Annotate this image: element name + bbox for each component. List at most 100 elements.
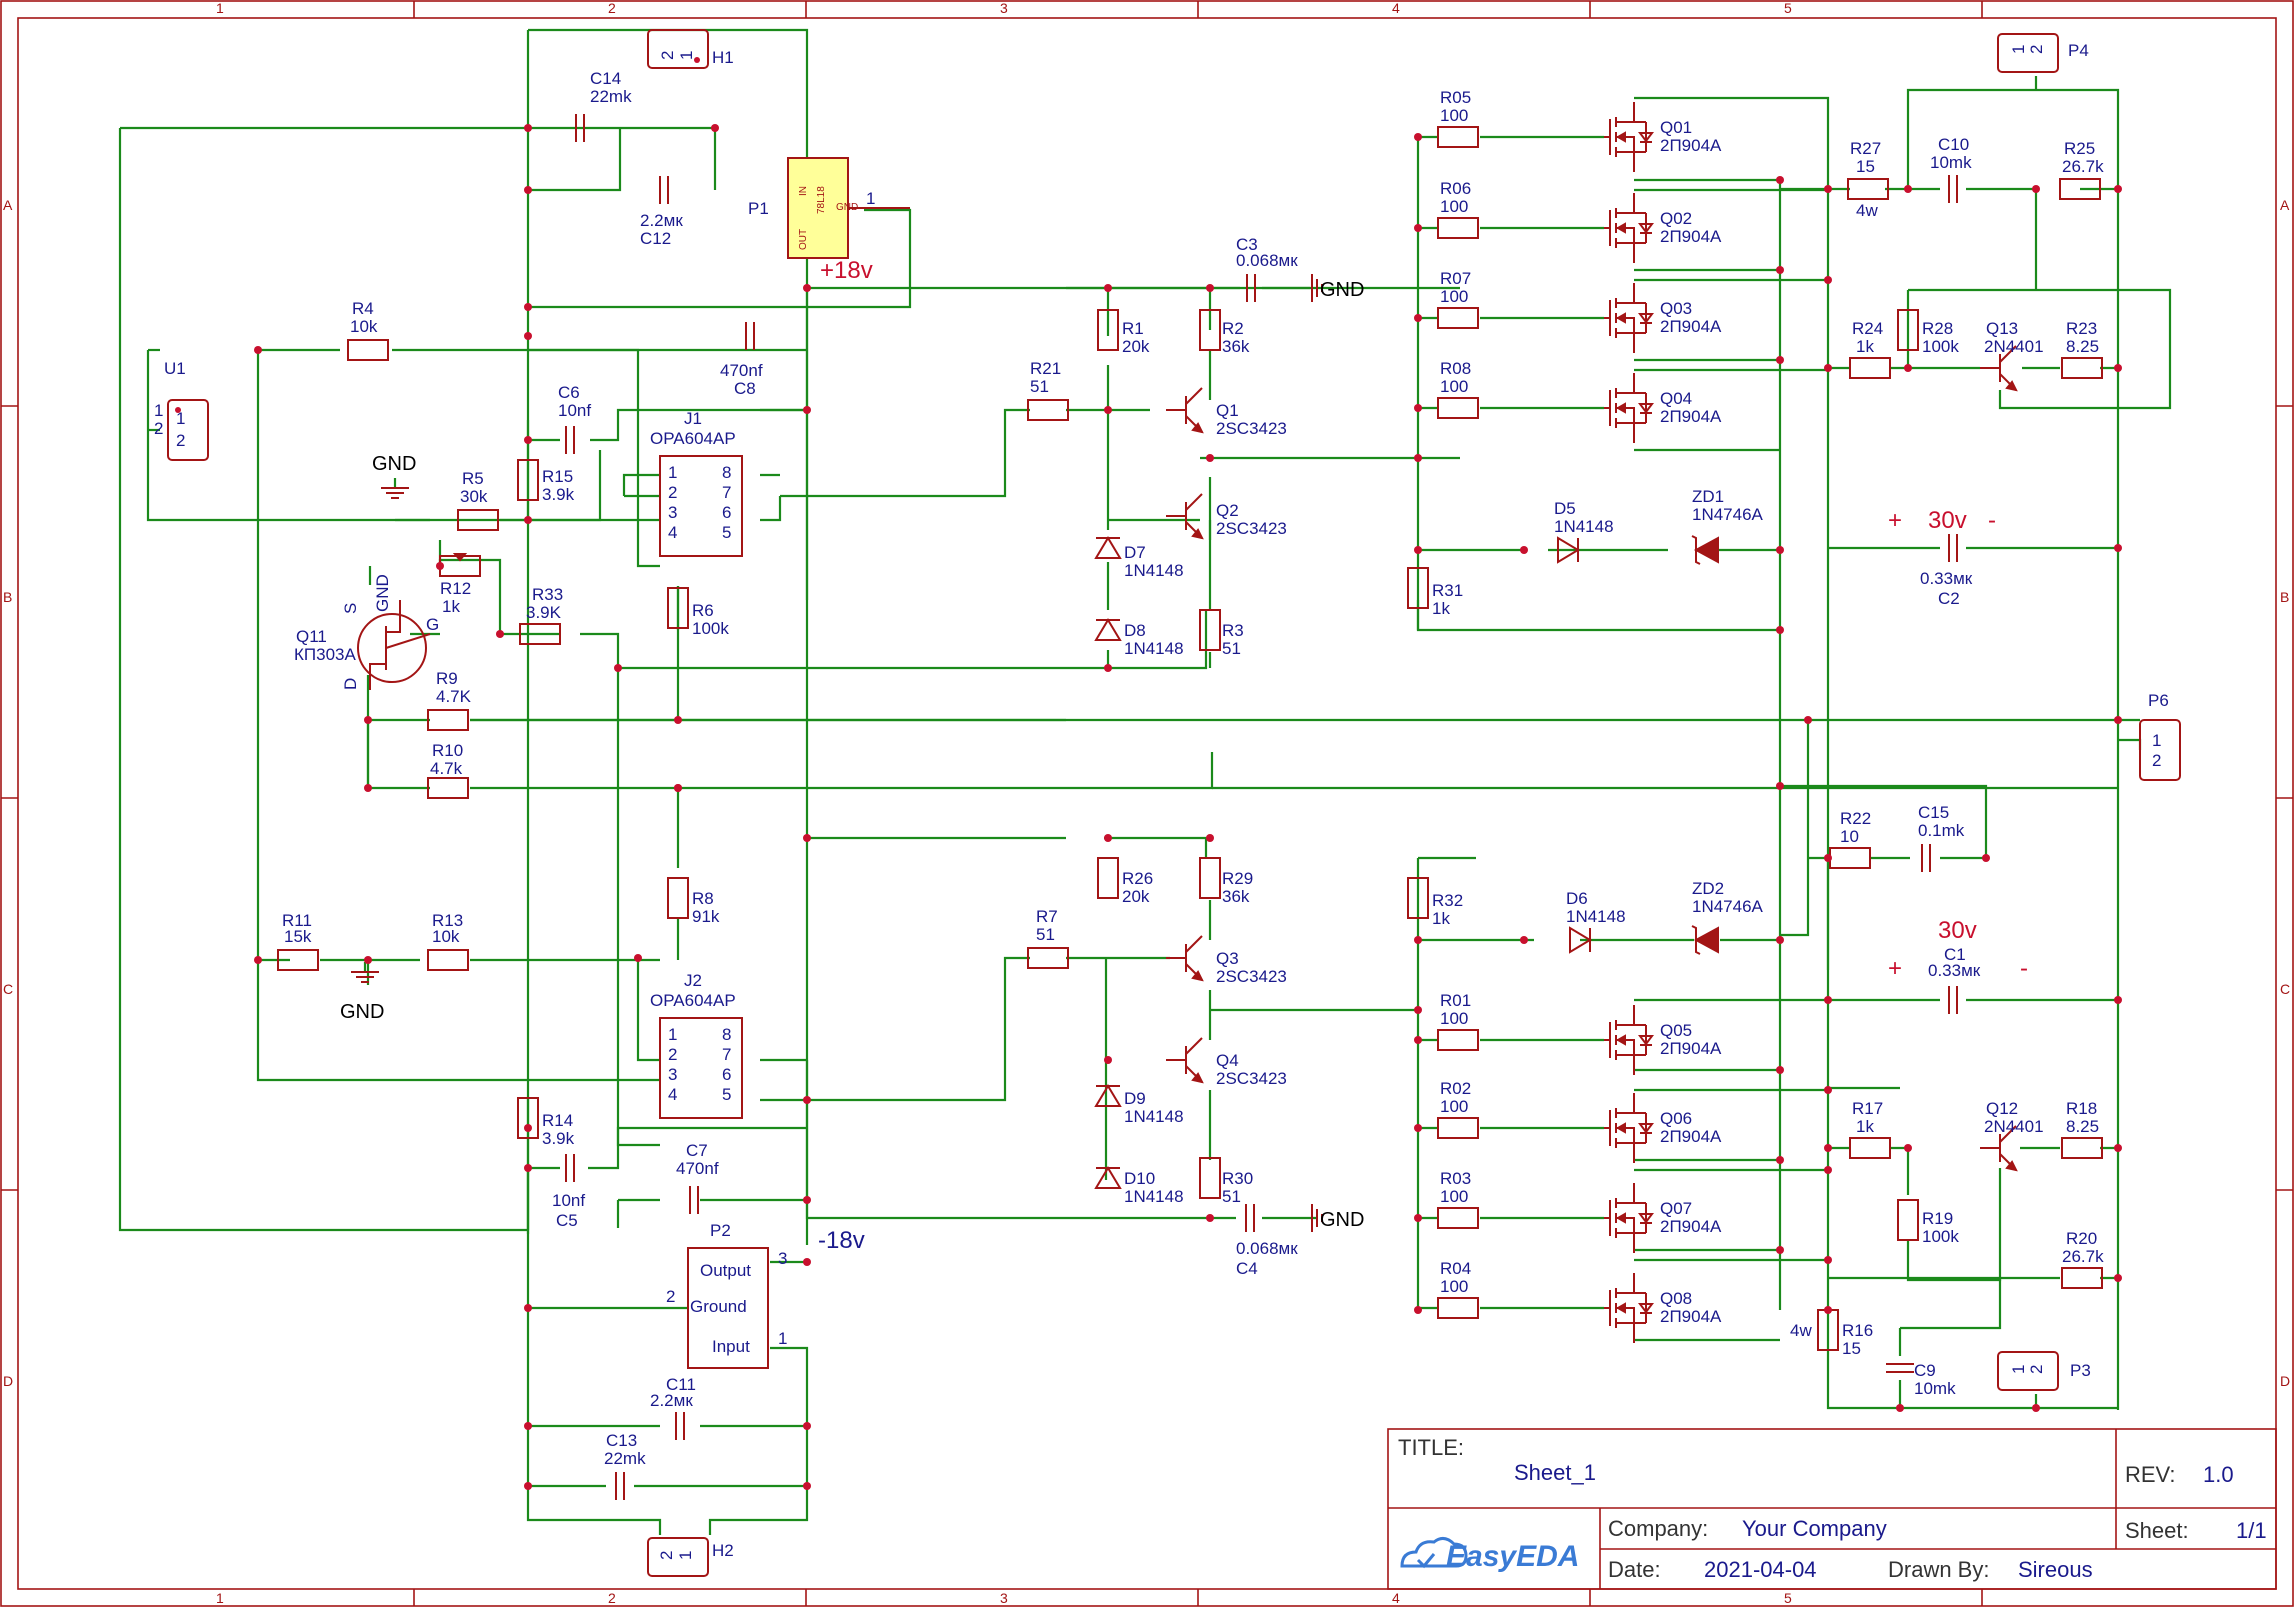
- q13-ref: Q13: [1986, 319, 2018, 338]
- q01-ref: Q01: [1660, 118, 1692, 137]
- junction-dot: [254, 346, 262, 354]
- d8-ref: D8: [1124, 621, 1146, 640]
- q04-ref: Q04: [1660, 389, 1692, 408]
- r01-val: 100: [1440, 1009, 1468, 1028]
- j2-pin-left: 1: [668, 1025, 677, 1044]
- d6-val: 1N4148: [1566, 907, 1626, 926]
- r10-val: 4.7k: [430, 759, 463, 778]
- r02-ref: R02: [1440, 1079, 1471, 1098]
- r26-resistor: [1097, 857, 1119, 899]
- junction-dot: [803, 1482, 811, 1490]
- q11-g-pin: G: [426, 615, 439, 634]
- r08-ref: R08: [1440, 359, 1471, 378]
- r20-ref: R20: [2066, 1229, 2097, 1248]
- d8-diode: [1094, 618, 1122, 641]
- p2-output-pin: Output: [700, 1261, 751, 1280]
- j2-ref: J2: [684, 971, 702, 990]
- p1-gnd: GND: [836, 202, 858, 213]
- u1-pin2-left: 2: [154, 419, 163, 438]
- u1-pin1-left: 1: [154, 401, 163, 420]
- c1-ref: C1: [1944, 945, 1966, 964]
- r15-resistor: [517, 459, 539, 501]
- junction-dot: [1520, 936, 1528, 944]
- r1-val: 20k: [1122, 337, 1150, 356]
- junction-dot: [1824, 996, 1832, 1004]
- junction-dot: [803, 834, 811, 842]
- junction-dot: [1824, 1256, 1832, 1264]
- col-label-bottom: 5: [1784, 1590, 1792, 1606]
- junction-dot: [1206, 1214, 1214, 1222]
- p2-pin3: 3: [778, 1249, 787, 1268]
- junction-dot: [1206, 284, 1214, 292]
- junction-dot: [674, 784, 682, 792]
- q11-d-pin: D: [341, 678, 360, 690]
- r14-ref: R14: [542, 1111, 573, 1130]
- u1-pin1: 1: [176, 409, 185, 428]
- r06-val: 100: [1440, 197, 1468, 216]
- j1-pin-right: 8: [722, 463, 731, 482]
- junction-dot: [1414, 1036, 1422, 1044]
- q11-val: КП303А: [294, 645, 356, 664]
- r31-val: 1k: [1432, 599, 1450, 618]
- junction-dot: [614, 664, 622, 672]
- c2-ref: C2: [1938, 589, 1960, 608]
- u1-connector: [167, 399, 209, 461]
- junction-dot: [803, 284, 811, 292]
- r30-ref: R30: [1222, 1169, 1253, 1188]
- r30-resistor: [1199, 1157, 1221, 1199]
- junction-dot: [1414, 1214, 1422, 1222]
- c7-ref: C7: [686, 1141, 708, 1160]
- j1-pin-right: 7: [722, 483, 731, 502]
- junction-dot: [1824, 364, 1832, 372]
- q2-val: 2SC3423: [1216, 519, 1287, 538]
- zd1-zener: [1691, 535, 1719, 565]
- c13-val: 22mk: [604, 1449, 646, 1468]
- junction-dot: [1904, 364, 1912, 372]
- c8-val: 470nf: [720, 361, 763, 380]
- junction-dot: [1824, 1166, 1832, 1174]
- q08-val: 2П904А: [1660, 1307, 1722, 1326]
- r1-resistor: [1097, 309, 1119, 351]
- q05-mosfet: [1604, 1005, 1654, 1075]
- r2-val: 36k: [1222, 337, 1250, 356]
- p1-part: 78L18: [816, 186, 827, 214]
- junction-dot: [1824, 1086, 1832, 1094]
- junction-dot: [1414, 1306, 1422, 1314]
- p4-pin1: 1: [2009, 45, 2028, 54]
- sheet-value: 1/1: [2236, 1518, 2267, 1543]
- q05-val: 2П904А: [1660, 1039, 1722, 1058]
- q06-mosfet: [1604, 1093, 1654, 1163]
- d7-ref: D7: [1124, 543, 1146, 562]
- junction-dot: [1824, 1306, 1832, 1314]
- r33-val: 3.9K: [526, 603, 562, 622]
- j1-part: OPA604AP: [650, 429, 736, 448]
- p4-pin2: 2: [2027, 45, 2046, 54]
- r28-resistor: [1897, 309, 1919, 351]
- c7-val: 470nf: [676, 1159, 719, 1178]
- junction-dot: [524, 332, 532, 340]
- r11-val: 15k: [284, 927, 312, 946]
- r4-ref: R4: [352, 299, 374, 318]
- row-label-left: A: [3, 197, 13, 213]
- col-label-bottom: 3: [1000, 1590, 1008, 1606]
- r05-resistor: [1437, 126, 1479, 148]
- gnd-label-r5: GND: [372, 453, 416, 475]
- r31-resistor: [1407, 567, 1429, 609]
- junction-dot: [1776, 1156, 1784, 1164]
- row-label-left: B: [3, 589, 12, 605]
- d6-diode: [1569, 926, 1592, 954]
- r12-wiper: [452, 553, 468, 562]
- d5-diode: [1557, 536, 1580, 564]
- p1-ref: P1: [748, 199, 769, 218]
- p6-pin1: 1: [2152, 731, 2161, 750]
- junction-dot: [803, 406, 811, 414]
- drawn-value: Sireous: [2018, 1557, 2093, 1582]
- date-label: Date:: [1608, 1557, 1661, 1582]
- r8-val: 91k: [692, 907, 720, 926]
- junction-dot: [803, 1196, 811, 1204]
- j2-opamp: [659, 1017, 743, 1119]
- h1-ref: H1: [712, 48, 734, 67]
- r25-val: 26.7k: [2062, 157, 2104, 176]
- r7-val: 51: [1036, 925, 1055, 944]
